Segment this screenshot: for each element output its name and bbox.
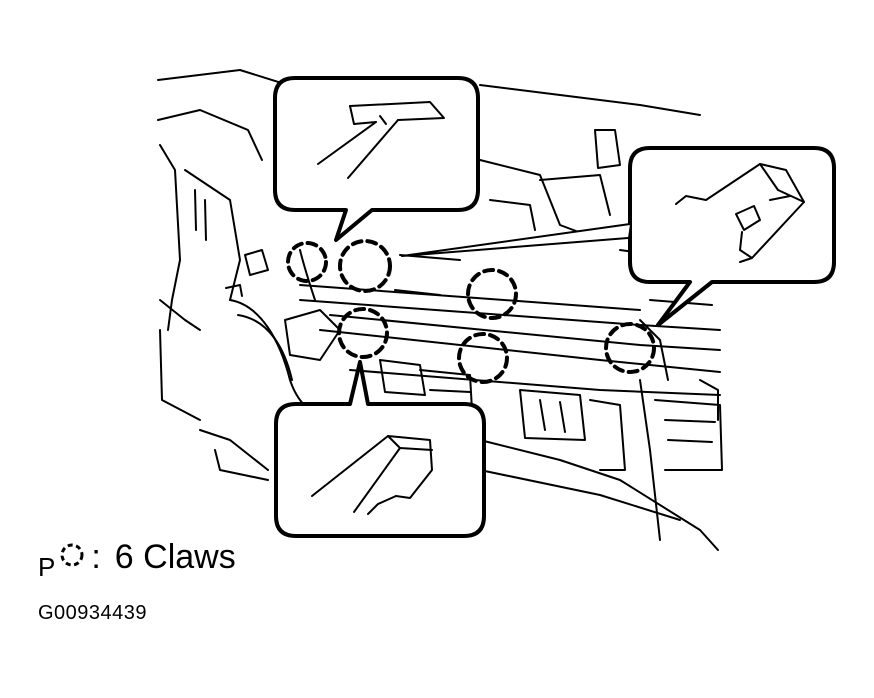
- claw-marker-4: [337, 307, 389, 359]
- claw-marker-3: [466, 268, 518, 320]
- claw-marker-6: [604, 322, 656, 374]
- claw-marker-2: [338, 239, 392, 293]
- callout-right: [401, 146, 836, 327]
- claw-marker-5: [457, 332, 509, 384]
- legend-colon: :: [91, 538, 101, 576]
- claw-detail-bottom-icon: [311, 435, 433, 515]
- figure-id: G00934439: [38, 602, 148, 624]
- dashed-circle-icon: [60, 543, 84, 567]
- claw-detail-top-icon: [317, 101, 445, 179]
- claw-detail-right-icon: [675, 163, 805, 263]
- claw-marker-1: [286, 241, 328, 283]
- callout-bottom: [274, 360, 486, 538]
- legend-prefix: P: [38, 552, 56, 582]
- claw-locations: [286, 239, 656, 384]
- legend: P : 6 Claws: [38, 528, 236, 580]
- legend-label: 6 Claws: [114, 538, 236, 576]
- callout-top: [273, 76, 480, 242]
